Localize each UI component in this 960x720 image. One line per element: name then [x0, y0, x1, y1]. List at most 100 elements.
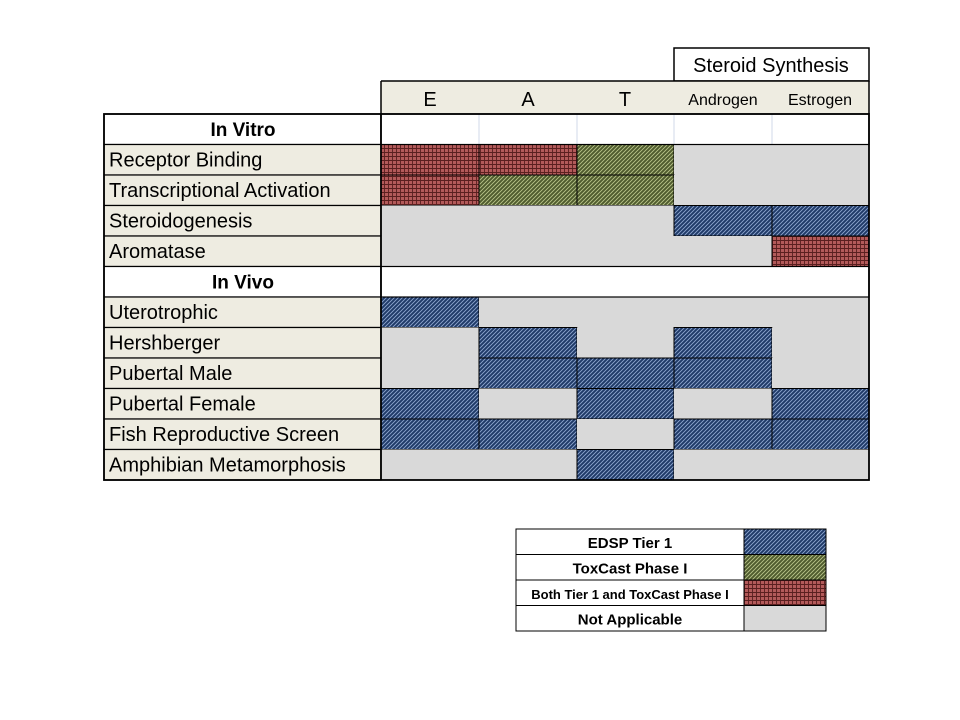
cell-amphibian-metamorphosis-androgen: [674, 449, 772, 480]
grid-frame: [103, 113, 870, 481]
legend: EDSP Tier 1 ToxCast Phase I Both Tier 1 an…: [515, 528, 827, 632]
row-label-in-vitro: In Vitro: [210, 120, 275, 141]
row-label-pubertal-female: Pubertal Female: [109, 394, 256, 416]
cell-in-vivo-estrogen: [772, 266, 869, 297]
column-header-a: A: [521, 89, 535, 111]
cell-in-vitro-t: [577, 114, 674, 145]
row-label-aromatase: Aromatase: [109, 241, 206, 263]
cell-pubertal-female-t: [576, 388, 675, 420]
cell-pubertal-female-androgen: [674, 388, 772, 419]
cell-steroidogenesis-androgen: [673, 205, 773, 237]
cell-transcriptional-activation-e: [380, 174, 480, 206]
cell-in-vivo-androgen: [674, 266, 772, 297]
cell-pubertal-male-a: [478, 357, 578, 389]
cell-hershberger-a: [478, 327, 578, 359]
legend-label-both-tier-1-and-toxcast-phase-i: Both Tier 1 and ToxCast Phase I: [531, 587, 728, 602]
cell-amphibian-metamorphosis-e: [381, 449, 479, 480]
row-label-cell-uterotrophic: [103, 296, 382, 329]
cell-receptor-binding-t: [576, 144, 675, 176]
legend-swatch-edsp: [743, 528, 827, 555]
cell-hershberger-androgen: [673, 327, 773, 359]
cell-in-vitro-a: [479, 114, 577, 145]
row-label-cell-aromatase: [103, 235, 382, 268]
cell-in-vitro-androgen: [674, 114, 772, 145]
column-header-band: [381, 81, 869, 114]
cell-aromatase-estrogen: [771, 235, 870, 267]
cell-in-vitro-estrogen: [772, 114, 869, 145]
cell-transcriptional-activation-t: [576, 174, 675, 206]
legend-label-toxcast-phase-i: ToxCast Phase I: [573, 561, 688, 578]
cell-aromatase-androgen: [674, 236, 772, 267]
cell-uterotrophic-a: [479, 297, 577, 328]
cell-transcriptional-activation-estrogen: [772, 175, 869, 206]
row-label-cell-in-vivo: [103, 265, 382, 298]
row-label-uterotrophic: Uterotrophic: [109, 302, 218, 324]
cell-aromatase-a: [479, 236, 577, 267]
legend-label-cell-not-applicable: [515, 605, 745, 632]
row-label-in-vivo: In Vivo: [212, 273, 274, 294]
row-label-transcriptional-activation: Transcriptional Activation: [109, 180, 331, 202]
cell-hershberger-t: [577, 327, 674, 358]
column-header-androgen: Androgen: [688, 92, 757, 109]
cell-uterotrophic-androgen: [674, 297, 772, 328]
cell-uterotrophic-t: [577, 297, 674, 328]
cell-pubertal-male-t: [576, 357, 675, 389]
row-label-cell-pubertal-female: [103, 387, 382, 420]
cell-hershberger-estrogen: [772, 327, 869, 358]
steroid-synthesis-header-box: [673, 47, 870, 82]
row-label-steroidogenesis: Steroidogenesis: [109, 211, 252, 233]
legend-swatch-na: [743, 605, 827, 632]
cell-steroidogenesis-estrogen: [771, 205, 870, 237]
cell-uterotrophic-estrogen: [772, 297, 869, 328]
row-label-fish-reproductive-screen: Fish Reproductive Screen: [109, 424, 339, 446]
steroid-synthesis-header: Steroid Synthesis: [693, 55, 849, 77]
cell-pubertal-male-androgen: [673, 357, 773, 389]
cell-in-vivo-e: [381, 266, 479, 297]
legend-label-cell-edsp-tier-1: [515, 528, 745, 555]
legend-label-edsp-tier-1: EDSP Tier 1: [588, 535, 673, 552]
header-group: Steroid Synthesis E A T Androgen Estroge…: [380, 47, 870, 114]
row-label-receptor-binding: Receptor Binding: [109, 150, 262, 172]
row-label-cell-transcriptional-activation: [103, 174, 382, 207]
cell-pubertal-female-estrogen: [771, 388, 870, 420]
row-label-cell-steroidogenesis: [103, 204, 382, 237]
cell-pubertal-male-estrogen: [772, 358, 869, 389]
cell-amphibian-metamorphosis-a: [479, 449, 577, 480]
cell-uterotrophic-e: [380, 296, 480, 328]
cell-pubertal-female-e: [380, 388, 480, 420]
cell-fish-reproductive-screen-e: [380, 418, 480, 450]
cell-amphibian-metamorphosis-t: [576, 449, 675, 481]
cell-steroidogenesis-a: [479, 205, 577, 236]
cell-amphibian-metamorphosis-estrogen: [772, 449, 869, 480]
row-label-cell-amphibian-metamorphosis: [103, 448, 382, 481]
cell-in-vivo-a: [479, 266, 577, 297]
cell-steroidogenesis-e: [381, 205, 479, 236]
row-label-amphibian-metamorphosis: Amphibian Metamorphosis: [109, 455, 346, 477]
column-header-e: E: [423, 89, 436, 111]
row-label-cell-fish-reproductive-screen: [103, 418, 382, 451]
cell-pubertal-female-a: [479, 388, 577, 419]
cell-in-vivo-t: [577, 266, 674, 297]
cell-aromatase-e: [381, 236, 479, 267]
cell-receptor-binding-estrogen: [772, 144, 869, 175]
legend-label-not-applicable: Not Applicable: [578, 612, 682, 629]
cell-in-vitro-e: [381, 114, 479, 145]
cell-receptor-binding-a: [478, 144, 578, 176]
legend-swatch-both: [743, 579, 827, 606]
row-label-cell-pubertal-male: [103, 357, 382, 390]
cell-receptor-binding-e: [380, 144, 480, 176]
cell-receptor-binding-androgen: [674, 144, 772, 175]
cell-hershberger-e: [381, 327, 479, 358]
row-label-hershberger: Hershberger: [109, 333, 221, 355]
cell-fish-reproductive-screen-estrogen: [771, 418, 870, 450]
row-label-pubertal-male: Pubertal Male: [109, 363, 232, 385]
cell-transcriptional-activation-a: [478, 174, 578, 206]
legend-swatch-toxcast: [743, 554, 827, 581]
column-header-estrogen: Estrogen: [788, 92, 852, 109]
cell-aromatase-t: [577, 236, 674, 267]
cell-fish-reproductive-screen-a: [478, 418, 578, 450]
cell-fish-reproductive-screen-t: [577, 419, 674, 450]
cell-pubertal-male-e: [381, 358, 479, 389]
